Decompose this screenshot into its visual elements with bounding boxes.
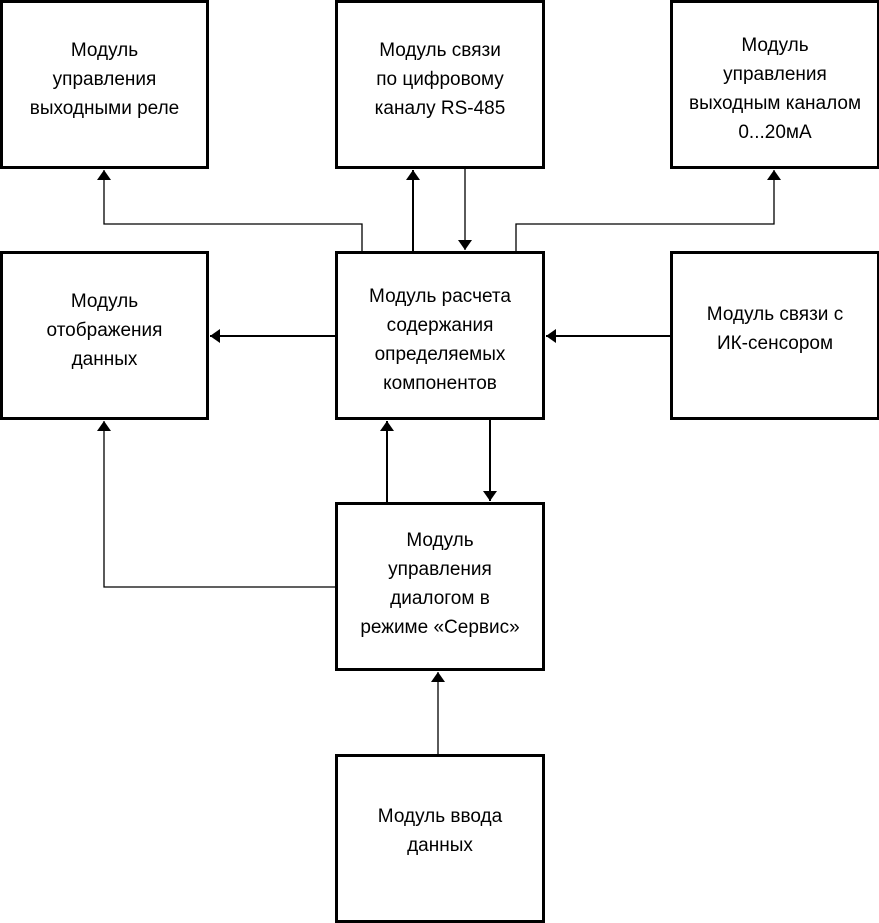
node-label: Модуль ввода данных [377,806,503,856]
node-label: Модуль управления выходными реле [29,40,180,119]
node-service-dialog-module: Модуль управления диалогом в режиме «Сер… [335,502,545,671]
node-label: Модуль управления выходным каналом 0...2… [688,35,862,143]
node-label: Модуль отображения данных [46,291,163,370]
node-rs485-module: Модуль связи по цифровому каналу RS-485 [335,0,545,169]
node-relay-module: Модуль управления выходными реле [0,0,209,169]
edge-calc-to-analog [515,170,781,252]
node-display-module: Модуль отображения данных [0,251,209,420]
node-calculation-module: Модуль расчета содержания определяемых к… [335,251,545,420]
node-label: Модуль связи с ИК-сенсором [706,304,844,354]
node-ir-sensor-module: Модуль связи с ИК-сенсором [670,251,879,420]
node-analog-output-module: Модуль управления выходным каналом 0...2… [670,0,879,169]
node-label: Модуль управления диалогом в режиме «Сер… [360,530,520,638]
edge-calc-to-relay [97,170,363,252]
edge-dialog-to-display [97,421,336,588]
node-data-input-module: Модуль ввода данных [335,754,545,923]
node-label: Модуль расчета содержания определяемых к… [369,286,511,394]
node-label: Модуль связи по цифровому каналу RS-485 [374,40,506,119]
